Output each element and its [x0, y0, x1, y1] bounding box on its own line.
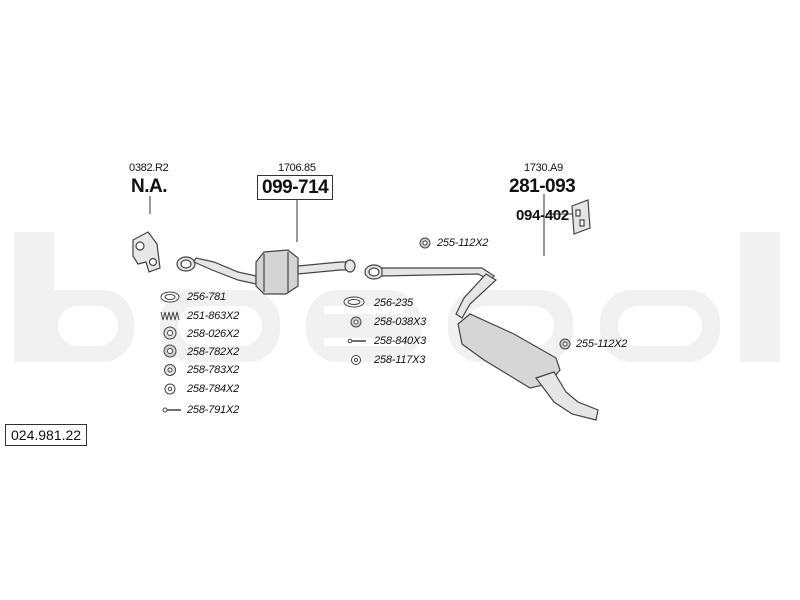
silencer-code: 1730.A9 — [524, 162, 563, 174]
part-label-middle-3: 258-840X3 — [374, 335, 427, 347]
part-label-left-6: 258-784X2 — [187, 383, 240, 395]
hanger-number[interactable]: 094-402 — [516, 207, 569, 224]
manifold-code: 0382.R2 — [129, 162, 169, 174]
catalyst-number[interactable]: 099-714 — [257, 175, 334, 200]
nut-icon — [163, 344, 177, 358]
part-label-left-5: 258-783X2 — [187, 364, 240, 376]
catalyst-code: 1706.85 — [278, 162, 316, 174]
part-label-left-2: 251-863X2 — [187, 310, 240, 322]
spring-icon — [160, 311, 180, 321]
nut-icon — [163, 326, 177, 340]
rubber-mount-icon — [419, 237, 571, 350]
bolt-icon — [162, 407, 181, 413]
manifold-icon — [132, 231, 161, 273]
washer-icon — [351, 355, 361, 365]
bolt-icon — [347, 338, 366, 344]
part-label-left-3: 258-026X2 — [187, 328, 240, 340]
rubber-mount-label-2: 255-112X2 — [576, 338, 628, 350]
gasket-ring-icon — [343, 296, 365, 308]
part-label-left-7: 258-791X2 — [187, 404, 240, 416]
hanger-bracket-icon — [571, 199, 591, 235]
part-label-left-1: 256-781 — [187, 291, 226, 303]
part-label-middle-1: 256-235 — [374, 297, 413, 309]
part-label-middle-2: 258-038X3 — [374, 316, 427, 328]
part-label-left-4: 258-782X2 — [187, 346, 240, 358]
rubber-mount-label-1: 255-112X2 — [437, 237, 489, 249]
washer-icon — [164, 383, 176, 395]
silencer-number[interactable]: 281-093 — [509, 176, 576, 197]
manifold-number: N.A. — [131, 176, 168, 197]
catalog-reference: 024.981.22 — [5, 424, 88, 446]
nut-icon — [350, 316, 362, 328]
silencer-icon — [364, 264, 599, 421]
catalyst-icon — [176, 249, 356, 295]
leader-lines — [149, 194, 572, 256]
gasket-ring-icon — [160, 291, 180, 303]
washer-icon — [164, 364, 176, 376]
part-label-middle-4: 258-117X3 — [374, 354, 426, 366]
